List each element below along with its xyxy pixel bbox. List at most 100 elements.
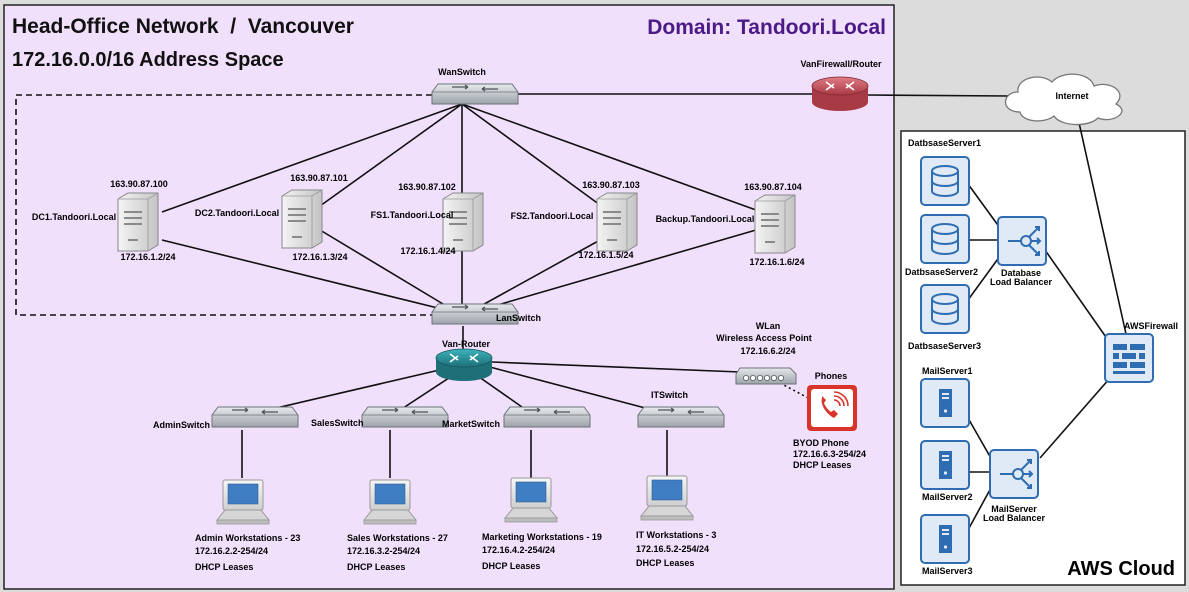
server-public-ip: 163.90.87.100 <box>110 179 168 189</box>
server-public-ip: 163.90.87.104 <box>744 182 802 192</box>
servers: 163.90.87.100 DC1.Tandoori.Local 172.16.… <box>32 173 805 267</box>
database-icon[interactable] <box>920 156 970 206</box>
server-lan-ip: 172.16.1.2/24 <box>120 252 175 262</box>
wireless-link <box>779 382 813 401</box>
database-server-label: DatbsaseServer2 <box>905 267 978 277</box>
department-switch-label: MarketSwitch <box>442 419 500 429</box>
dashed-wan-lan-link <box>15 94 432 316</box>
database-server-label: DatbsaseServer1 <box>908 138 981 148</box>
firewall-router-icon[interactable] <box>811 76 869 111</box>
internet-label: Internet <box>1055 91 1088 101</box>
internet-cloud-icon <box>1004 73 1123 126</box>
workstation-note: DHCP Leases <box>482 561 540 571</box>
diagram-title: Head-Office Network / Vancouver <box>12 15 354 38</box>
mail-server-icon[interactable] <box>920 378 970 428</box>
workstation-note: DHCP Leases <box>347 562 405 572</box>
phones-title: Phones <box>815 371 848 381</box>
van-router-icon[interactable] <box>435 348 493 381</box>
mail-server-2: MailServer2 <box>920 440 973 502</box>
workstation-range: 172.16.5.2-254/24 <box>636 544 709 554</box>
workstation-note: DHCP Leases <box>195 562 253 572</box>
workstation-count: Admin Workstations - 23 <box>195 533 300 543</box>
database-icon[interactable] <box>920 214 970 264</box>
server-public-ip: 163.90.87.103 <box>582 180 640 190</box>
server-icon[interactable] <box>596 192 638 252</box>
server-name: DC1.Tandoori.Local <box>32 212 116 222</box>
wlan-description: Wireless Access Point <box>716 333 812 343</box>
department-switch-label: AdminSwitch <box>153 420 210 430</box>
server-name: Backup.Tandoori.Local <box>656 214 755 224</box>
mail-lb-label: MailServer <box>991 504 1037 514</box>
firewall-router-label: VanFirewall/Router <box>800 59 882 69</box>
department-marketing: MarketSwitch Marketing Workstations - 19… <box>442 406 602 571</box>
workstation-icon[interactable] <box>216 479 270 525</box>
load-balancer-icon[interactable] <box>989 449 1039 499</box>
byod-phone-label: BYOD Phone <box>793 438 849 448</box>
server-public-ip: 163.90.87.102 <box>398 182 456 192</box>
server-lan-ip: 172.16.1.5/24 <box>578 250 633 260</box>
workstation-note: DHCP Leases <box>636 558 694 568</box>
phone-icon[interactable] <box>807 385 857 431</box>
department-switch-icon[interactable] <box>503 406 591 428</box>
wlan-name: WLan <box>756 321 781 331</box>
server-name: FS1.Tandoori.Local <box>371 210 454 220</box>
mail-lb-sublabel: Load Balancer <box>983 513 1046 523</box>
load-balancer-icon[interactable] <box>997 216 1047 266</box>
mail-server-icon[interactable] <box>920 440 970 490</box>
server-public-ip: 163.90.87.101 <box>290 173 348 183</box>
department-sales: SalesSwitch Sales Workstations - 27 172.… <box>311 406 449 572</box>
server-name: FS2.Tandoori.Local <box>511 211 594 221</box>
van-router-label: Van-Router <box>442 339 491 349</box>
wlan-ip: 172.16.6.2/24 <box>740 346 795 356</box>
byod-phone-note: DHCP Leases <box>793 460 851 470</box>
workstation-range: 172.16.4.2-254/24 <box>482 545 555 555</box>
server-icon[interactable] <box>754 194 796 254</box>
server-lan-ip: 172.16.1.3/24 <box>292 252 347 262</box>
server-name: DC2.Tandoori.Local <box>195 208 279 218</box>
database-server-label: DatbsaseServer3 <box>908 341 981 351</box>
workstation-range: 172.16.3.2-254/24 <box>347 546 420 556</box>
aws-cloud-title: AWS Cloud <box>1067 558 1175 580</box>
department-switch-label: ITSwitch <box>651 390 688 400</box>
department-switch-icon[interactable] <box>361 406 449 428</box>
wan-switch-label: WanSwitch <box>438 67 486 77</box>
workstation-icon[interactable] <box>504 477 558 523</box>
database-lb-sublabel: Load Balancer <box>990 277 1053 287</box>
workstation-icon[interactable] <box>640 475 694 521</box>
workstation-count: Marketing Workstations - 19 <box>482 532 602 542</box>
address-space-label: 172.16.0.0/16 Address Space <box>12 49 284 71</box>
mail-server-1: MailServer1 <box>920 366 973 428</box>
mail-server-icon[interactable] <box>920 514 970 564</box>
aws-firewall-label: AWSFirewall <box>1124 321 1178 331</box>
database-server-2: DatbsaseServer2 <box>905 214 978 277</box>
server-icon[interactable] <box>117 192 159 252</box>
connections <box>15 93 1127 531</box>
mail-server-label: MailServer3 <box>922 566 973 576</box>
byod-phone-range: 172.16.6.3-254/24 <box>793 449 866 459</box>
department-switch-icon[interactable] <box>637 406 725 428</box>
workstation-count: Sales Workstations - 27 <box>347 533 448 543</box>
mail-server-label: MailServer1 <box>922 366 973 376</box>
aws-firewall-icon[interactable] <box>1104 333 1154 383</box>
mail-server-3: MailServer3 <box>920 514 973 576</box>
workstation-icon[interactable] <box>363 479 417 525</box>
server-lan-ip: 172.16.1.6/24 <box>749 257 804 267</box>
database-server-3: DatbsaseServer3 <box>908 284 981 351</box>
database-server-1: DatbsaseServer1 <box>908 138 981 206</box>
workstation-count: IT Workstations - 3 <box>636 530 716 540</box>
server-icon[interactable] <box>281 189 323 249</box>
lan-switch-label: LanSwitch <box>496 313 541 323</box>
wireless-access-point-icon[interactable] <box>735 367 797 385</box>
department-admin: AdminSwitch Admin Workstations - 23 172.… <box>153 406 300 572</box>
department-it: ITSwitch IT Workstations - 3 172.16.5.2-… <box>636 390 725 568</box>
mail-server-label: MailServer2 <box>922 492 973 502</box>
domain-label: Domain: Tandoori.Local <box>647 16 886 39</box>
server-icon[interactable] <box>442 192 484 252</box>
database-lb-label: Database <box>1001 268 1041 278</box>
server-lan-ip: 172.16.1.4/24 <box>400 246 455 256</box>
department-switch-label: SalesSwitch <box>311 418 364 428</box>
wan-switch-icon[interactable] <box>431 83 519 105</box>
department-switch-icon[interactable] <box>211 406 299 428</box>
database-icon[interactable] <box>920 284 970 334</box>
